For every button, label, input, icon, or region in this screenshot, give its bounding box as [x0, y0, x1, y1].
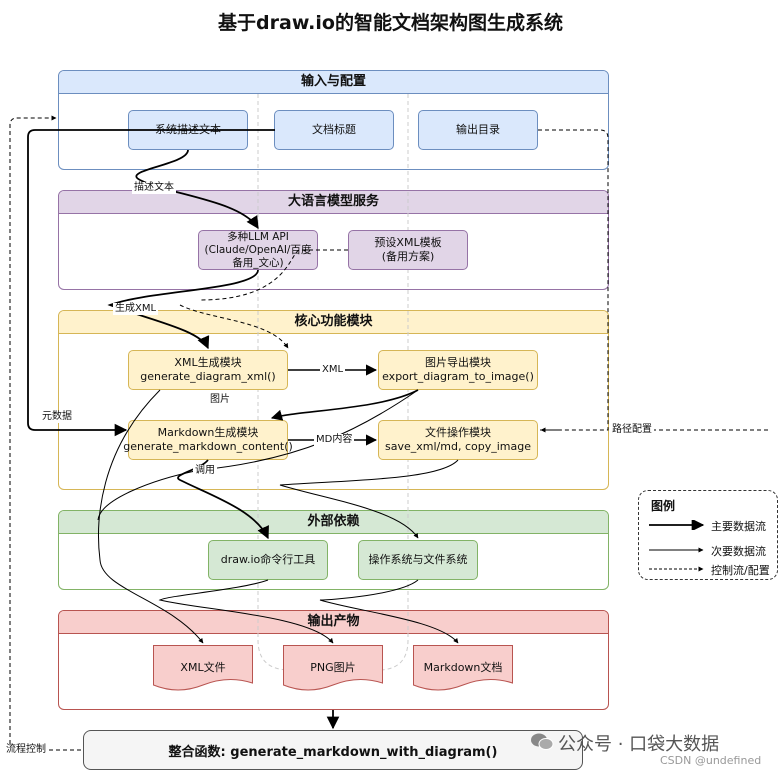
edge-path-config: [538, 129, 609, 431]
node-label: PNG图片: [310, 661, 356, 674]
section-core: 核心功能模块: [58, 310, 609, 490]
legend-main-label: 主要数据流: [711, 520, 766, 533]
edge-flow-control: [9, 115, 81, 751]
document-shape: [153, 645, 253, 691]
node-file-operations[interactable]: 文件操作模块 save_xml/md, copy_image: [378, 420, 538, 460]
legend-control-label: 控制流/配置: [711, 564, 770, 577]
node-label-line1: 多种LLM API: [227, 230, 289, 243]
node-xml-template[interactable]: 预设XML模板 (备用方案): [348, 230, 468, 270]
section-output: 输出产物: [58, 610, 609, 710]
node-label: 操作系统与文件系统: [368, 553, 468, 566]
section-core-header: 核心功能模块: [59, 311, 608, 334]
edge-metadata: [27, 129, 275, 437]
node-label-line2: (备用方案): [381, 250, 435, 263]
node-document-title[interactable]: 文档标题: [274, 110, 394, 150]
edge-drawio-to-png: [158, 579, 334, 644]
edge-label-xml: XML: [320, 364, 346, 376]
node-label: Markdown文档: [423, 661, 503, 674]
node-label-line3: 备用_文心): [232, 256, 284, 269]
node-drawio-cli[interactable]: draw.io命令行工具: [208, 540, 328, 580]
section-external-header: 外部依赖: [59, 511, 608, 534]
section-external: 外部依赖: [58, 510, 609, 590]
node-label-line2: generate_diagram_xml(): [140, 370, 276, 383]
edge-label-md-content: MD内容: [314, 434, 355, 446]
wechat-icon: [530, 732, 554, 752]
node-label-line2: (Claude/OpenAI/百度: [204, 243, 312, 256]
edge-image: [270, 389, 419, 421]
legend-main-line: [649, 520, 705, 530]
edge-label-desc-text: 描述文本: [132, 182, 176, 194]
legend-control-line: [649, 566, 704, 572]
section-output-header: 输出产物: [59, 611, 608, 634]
node-image-export[interactable]: 图片导出模块 export_diagram_to_image(): [378, 350, 538, 390]
node-label-line2: save_xml/md, copy_image: [385, 440, 531, 453]
edge-llm-fallback: [179, 304, 289, 349]
edge-template-dashed: [199, 249, 348, 301]
legend-secondary-line: [649, 547, 704, 553]
node-os-filesystem[interactable]: 操作系统与文件系统: [358, 540, 478, 580]
csdn-credit: CSDN @undefined: [660, 754, 762, 767]
edge-label-gen-xml: 生成XML: [113, 303, 159, 315]
edge-label-path-config: 路径配置: [610, 424, 654, 436]
edge-label-flow-control: 流程控制: [4, 744, 48, 756]
edge-xmlgen-to-xmlfile: [98, 389, 204, 644]
document-shape: [413, 645, 513, 691]
legend-secondary-label: 次要数据流: [711, 545, 766, 558]
node-label-line1: 预设XML模板: [374, 236, 442, 249]
node-label: XML文件: [180, 661, 226, 674]
edge-label-metadata: 元数据: [40, 411, 74, 423]
node-label-line1: XML生成模块: [174, 356, 242, 369]
section-input-header: 输入与配置: [59, 71, 608, 94]
edge-desc-to-llm: [135, 149, 259, 230]
node-label: 文档标题: [312, 123, 356, 136]
node-xml-file[interactable]: XML文件: [153, 645, 253, 693]
watermark: 公众号 · 口袋大数据: [558, 734, 720, 755]
document-shape: [283, 645, 383, 691]
node-label-line1: Markdown生成模块: [157, 426, 259, 439]
node-label-line1: 文件操作模块: [425, 426, 491, 439]
node-label-line2: generate_markdown_content(): [123, 440, 293, 453]
edge-os-to-md: [319, 579, 459, 644]
node-markdown-file[interactable]: Markdown文档: [413, 645, 513, 693]
node-label: draw.io命令行工具: [220, 553, 316, 566]
legend-title: 图例: [651, 499, 676, 513]
node-markdown-generator[interactable]: Markdown生成模块 generate_markdown_content(): [123, 420, 293, 460]
legend: 图例 主要数据流 次要数据流 控制流/配置: [638, 490, 778, 580]
node-label-line1: 图片导出模块: [425, 356, 491, 369]
node-png-file[interactable]: PNG图片: [283, 645, 383, 693]
section-input: 输入与配置: [58, 70, 609, 170]
node-llm-api[interactable]: 多种LLM API (Claude/OpenAI/百度 备用_文心): [198, 230, 318, 270]
node-output-directory[interactable]: 输出目录: [418, 110, 538, 150]
edge-label-image: 图片: [208, 394, 232, 406]
edge-export-curve: [97, 389, 419, 521]
node-xml-generator[interactable]: XML生成模块 generate_diagram_xml(): [128, 350, 288, 390]
edge-fileops-to-os: [279, 459, 459, 539]
node-label: 输出目录: [456, 123, 500, 136]
page-title: 基于draw.io的智能文档架构图生成系统: [218, 12, 563, 34]
node-label-line2: export_diagram_to_image(): [382, 370, 534, 383]
edge-label-call: 调用: [193, 465, 217, 477]
node-final-function[interactable]: 整合函数: generate_markdown_with_diagram(): [83, 730, 583, 770]
node-label: 整合函数: generate_markdown_with_diagram(): [168, 744, 498, 760]
